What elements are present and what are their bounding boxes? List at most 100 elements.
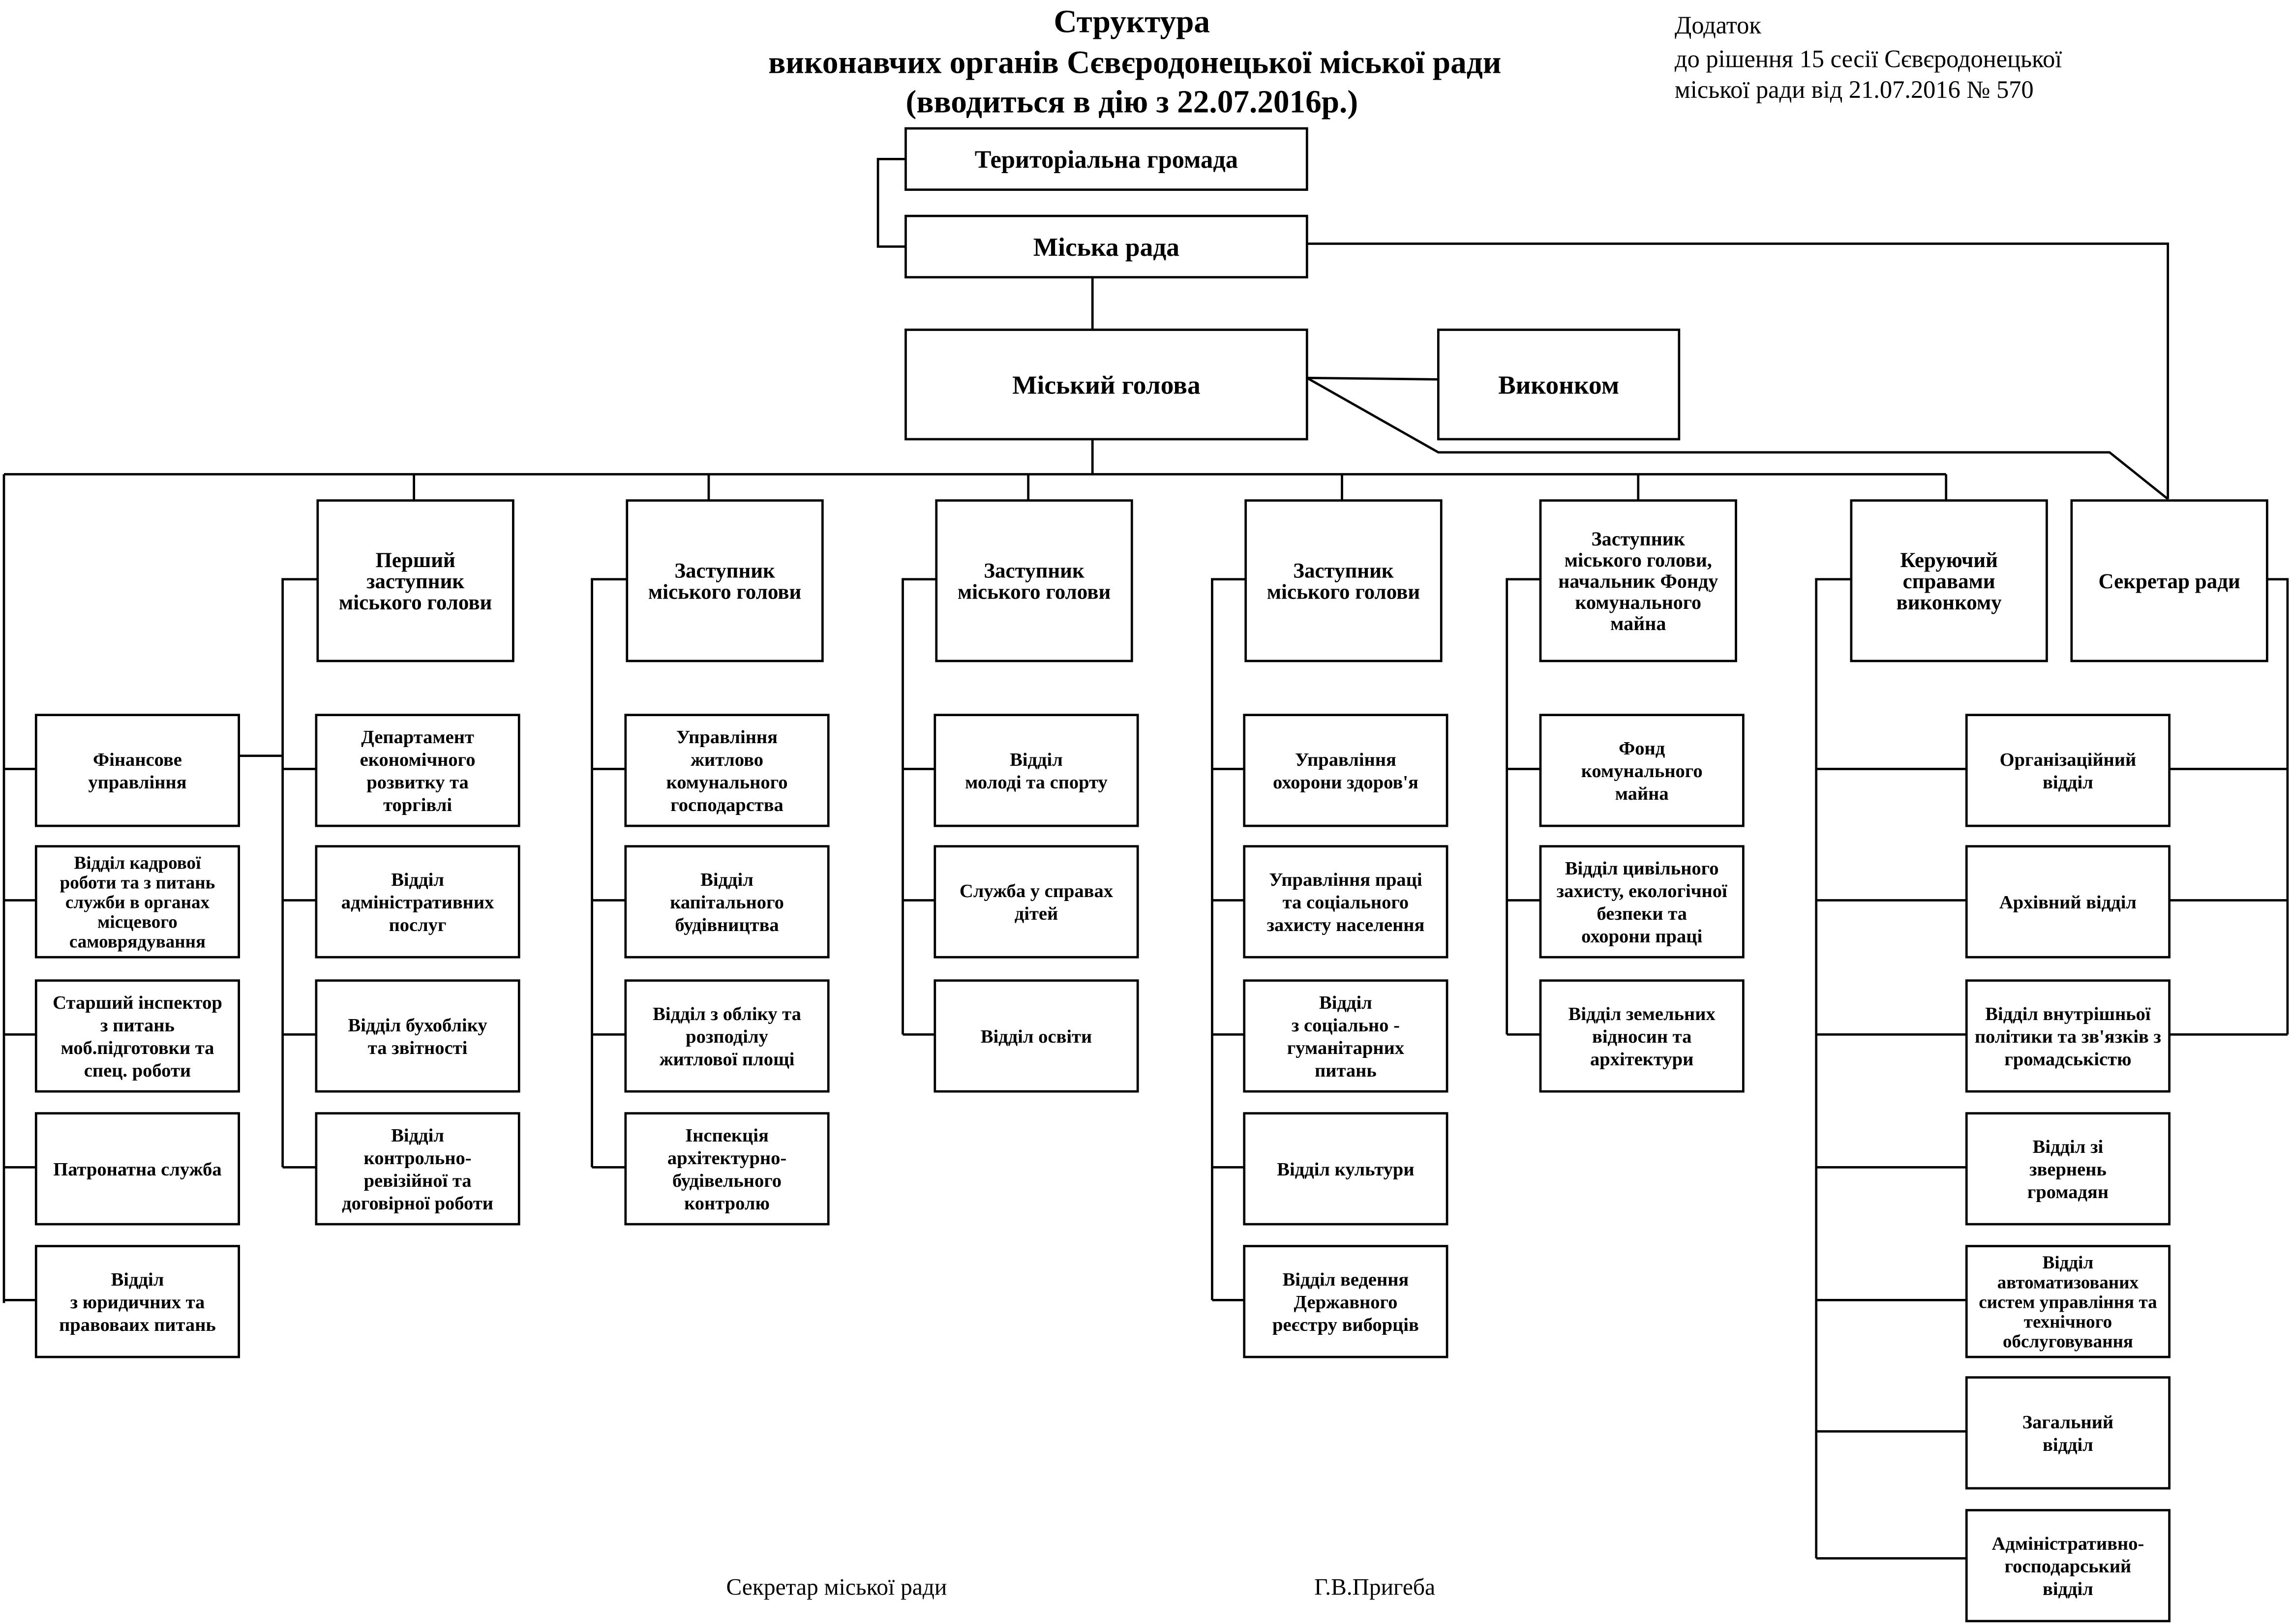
box-label-line: міського голови bbox=[648, 580, 801, 603]
connector-lines bbox=[2, 158, 2289, 1560]
box-label-line: справами bbox=[1903, 570, 1995, 593]
box-label-line: архітектурно- bbox=[667, 1148, 786, 1169]
connector-line bbox=[1815, 578, 1851, 1559]
box-label-line: відділ bbox=[2043, 772, 2093, 793]
box-label-line: договірної роботи bbox=[342, 1193, 493, 1214]
box-label: Патронатна служба bbox=[53, 1159, 221, 1180]
box-label-line: Відділ внутрішньої bbox=[1985, 1004, 2151, 1024]
box-label-line: Заступник bbox=[674, 559, 775, 582]
box-label-line: охорони праці bbox=[1581, 926, 1702, 947]
box-label-line: захисту, екологічної bbox=[1557, 881, 1727, 902]
box-frame bbox=[315, 714, 520, 827]
box-label-line: Міський голова bbox=[1012, 370, 1201, 399]
title-line-2: виконавчих органів Сєвєродонецької міськ… bbox=[768, 45, 1501, 80]
box-label-line: Відділ бухобліку bbox=[348, 1015, 487, 1036]
box-label-line: житлової площі bbox=[660, 1049, 795, 1070]
appendix-line-2: до рішення 15 сесії Сєвєродонецької bbox=[1675, 45, 2062, 72]
box-frame bbox=[624, 714, 830, 827]
box-frame bbox=[1243, 1245, 1448, 1358]
box-label-line: Загальний bbox=[2022, 1412, 2113, 1433]
box-label-line: господарський bbox=[2005, 1556, 2132, 1577]
box-label-line: гуманітарних bbox=[1287, 1038, 1405, 1058]
box-label-line: Старший інспектор bbox=[53, 992, 222, 1013]
box-territorial-community: Територіальна громада bbox=[904, 127, 1308, 191]
box-frame bbox=[1243, 979, 1448, 1093]
box-label-line: комунального bbox=[666, 772, 788, 793]
box-label-line: Управління bbox=[676, 727, 778, 748]
box-label-line: Відділ з обліку та bbox=[653, 1004, 801, 1024]
box-label-line: питань bbox=[1315, 1060, 1377, 1081]
box-label-line: технічного bbox=[2024, 1312, 2112, 1332]
box-frame bbox=[1965, 1112, 2171, 1226]
box-label-line: автоматизованих bbox=[1997, 1272, 2139, 1293]
connector-line bbox=[1307, 377, 1439, 381]
box-label-line: моб.підготовки та bbox=[60, 1038, 214, 1058]
box-label-line: майна bbox=[1610, 612, 1666, 634]
box-label-line: Заступник bbox=[1293, 559, 1394, 582]
box-city-mayor: Міський голова bbox=[904, 329, 1308, 441]
box-label-line: комунального bbox=[1575, 591, 1702, 613]
box-label-line: Державного bbox=[1294, 1292, 1397, 1313]
box-label-line: майна bbox=[1615, 783, 1669, 804]
box-label-line: молоді та спорту bbox=[965, 772, 1108, 793]
box-label-line: адміністративних bbox=[341, 892, 494, 913]
box-label-line: та соціального bbox=[1283, 892, 1409, 913]
box-frame bbox=[1539, 714, 1745, 827]
box-label-line: громадськістю bbox=[2004, 1049, 2131, 1070]
box-label-line: Відділ земельних bbox=[1568, 1004, 1716, 1024]
box-city-council: Міська рада bbox=[904, 214, 1308, 279]
box-frame bbox=[315, 845, 520, 959]
box-label-line: Секретар ради bbox=[2099, 570, 2240, 593]
connector-line bbox=[1506, 578, 1540, 1035]
box-frame bbox=[1965, 979, 2171, 1093]
box-label-line: Територіальна громада bbox=[975, 146, 1238, 173]
box-frame bbox=[904, 214, 1308, 279]
box-label-line: Архівний відділ bbox=[1999, 892, 2137, 913]
box-label-line: Патронатна служба bbox=[53, 1159, 221, 1180]
box-label-line: контролю bbox=[684, 1193, 770, 1214]
connector-line bbox=[902, 578, 936, 1035]
box-label-line: охорони здоров'я bbox=[1273, 772, 1418, 793]
appendix-line-1: Додаток bbox=[1675, 11, 1761, 39]
box-label: Відділ освіти bbox=[981, 1026, 1092, 1047]
connector-line bbox=[2267, 578, 2289, 1035]
box-label-line: економічного bbox=[360, 750, 476, 770]
box-frame bbox=[1539, 499, 1737, 662]
box-label-line: політики та зв'язків з bbox=[1975, 1026, 2161, 1047]
box-label-line: правоваих питань bbox=[59, 1315, 216, 1335]
box-frame bbox=[34, 979, 241, 1093]
box-label-line: Служба у справах bbox=[960, 881, 1114, 902]
title-line-1: Структура bbox=[1054, 4, 1210, 39]
box-label-line: самоврядування bbox=[69, 932, 206, 952]
connector-line bbox=[591, 578, 627, 1168]
box-frame bbox=[1965, 714, 2171, 827]
box-label-line: з питань bbox=[100, 1015, 175, 1036]
box-label-line: господарства bbox=[670, 795, 783, 815]
box-frame bbox=[34, 714, 241, 827]
box-label-line: житлово bbox=[691, 750, 763, 770]
box-label-line: безпеки та bbox=[1597, 903, 1687, 924]
box-label-line: розподілу bbox=[686, 1026, 768, 1047]
box-label-line: Відділ bbox=[700, 870, 753, 890]
box-frame bbox=[1539, 979, 1745, 1093]
box-label-line: Відділ bbox=[2043, 1253, 2094, 1273]
box-frame bbox=[1539, 845, 1745, 959]
box-label-line: будівництва bbox=[675, 915, 779, 935]
footer-position: Секретар міської ради bbox=[726, 1575, 947, 1600]
